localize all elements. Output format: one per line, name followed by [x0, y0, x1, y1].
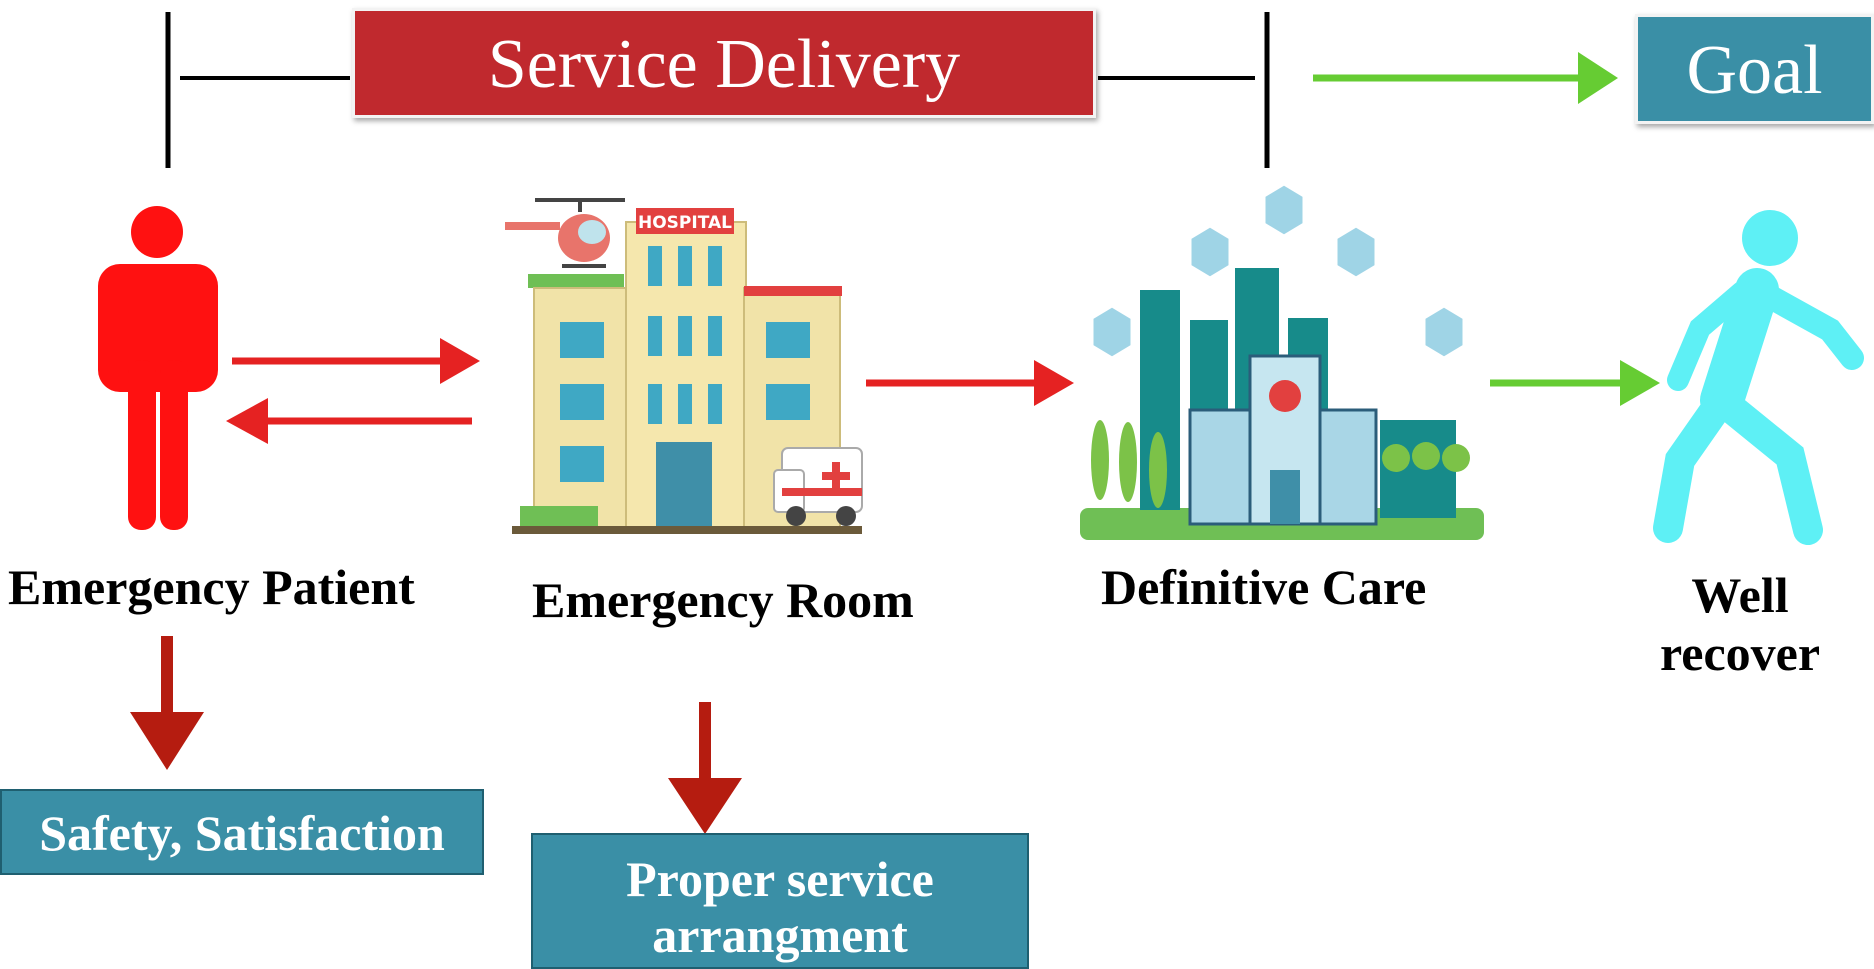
proper-service-box: Proper service arrangment — [531, 833, 1029, 969]
well-recover-line1: Well — [1691, 567, 1789, 623]
ambulance-icon — [773, 447, 863, 526]
service-delivery-text: Service Delivery — [487, 26, 961, 103]
arrow-er-down — [668, 702, 742, 834]
arrow-er-to-patient — [226, 398, 472, 444]
service-delivery-label: Service Delivery — [352, 8, 1096, 118]
emergency-patient-label: Emergency Patient — [8, 559, 415, 615]
emergency-room-label: Emergency Room — [532, 572, 914, 628]
walking-person-icon — [1653, 210, 1864, 545]
emergency-patient-icon — [98, 206, 218, 530]
goal-label: Goal — [1635, 14, 1874, 124]
safety-satisfaction-text: Safety, Satisfaction — [39, 805, 445, 861]
goal-text: Goal — [1686, 32, 1823, 109]
definitive-care-label: Definitive Care — [1101, 559, 1427, 615]
hospital-building-icon: HOSPITAL — [505, 198, 863, 534]
proper-service-line2: arrangment — [652, 907, 908, 963]
helicopter-icon — [505, 198, 625, 268]
arrow-patient-to-er — [232, 338, 480, 384]
safety-satisfaction-box: Safety, Satisfaction — [0, 789, 484, 875]
service-delivery-bracket — [165, 12, 1270, 168]
well-recover-line2: recover — [1659, 625, 1821, 681]
hospital-sign: HOSPITAL — [638, 213, 732, 233]
proper-service-line1: Proper service — [626, 851, 934, 907]
arrow-patient-down — [130, 636, 204, 770]
arrow-to-goal — [1313, 52, 1618, 104]
arrow-er-to-definitive-care — [866, 360, 1074, 406]
arrow-to-well-recover — [1490, 360, 1660, 406]
definitive-care-hospital-icon — [1080, 182, 1484, 540]
well-recover-label: Well recover — [1620, 566, 1860, 682]
